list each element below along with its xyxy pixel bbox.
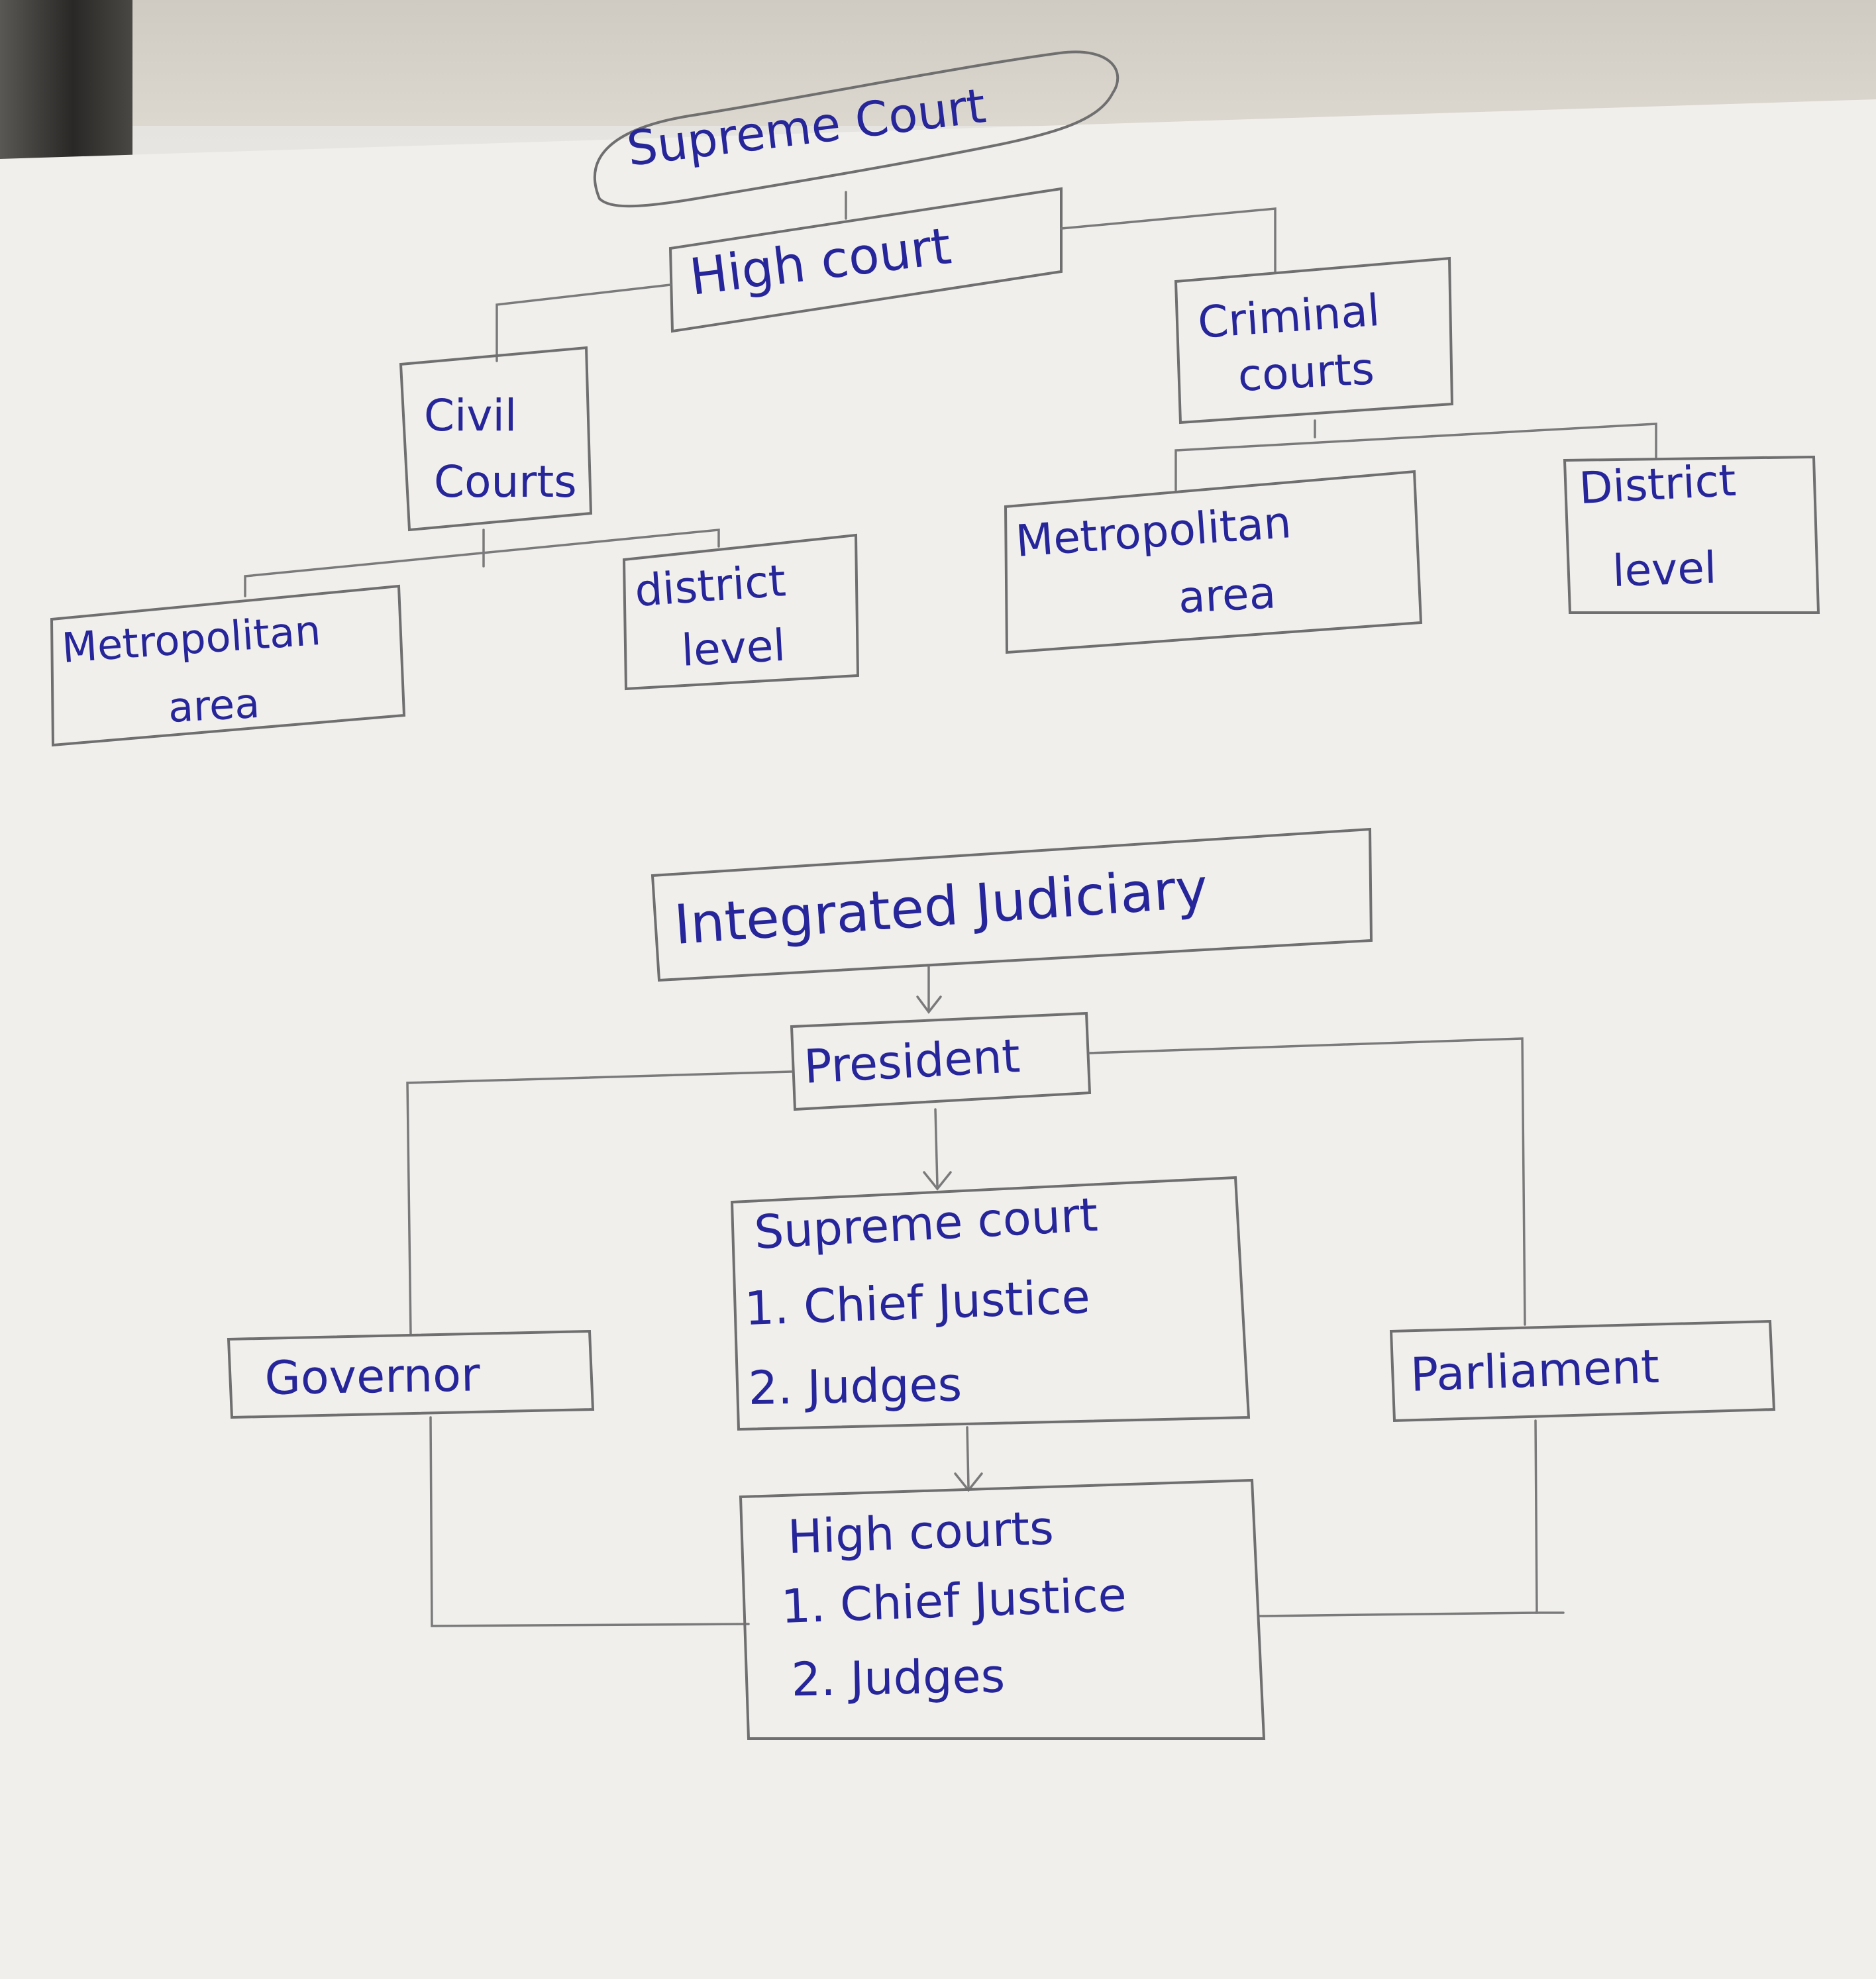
connector-governor-hc bbox=[429, 1416, 750, 1627]
connector-criminal-branches bbox=[1174, 423, 1657, 491]
arrow-sc-hc bbox=[966, 1426, 970, 1488]
governor-label: Governor bbox=[264, 1347, 481, 1405]
civil-metro-line2: area bbox=[167, 679, 261, 732]
supreme-court-item-1: 1. Chief Justice bbox=[744, 1270, 1091, 1336]
high-courts-heading: High courts bbox=[787, 1501, 1055, 1564]
civil-district-line2: level bbox=[680, 620, 787, 676]
supreme-court-item-2: 2. Judges bbox=[748, 1357, 963, 1415]
arrow-president-sc-head bbox=[923, 1171, 952, 1191]
criminal-district-box bbox=[1563, 455, 1820, 614]
supreme-court-box bbox=[730, 1176, 1251, 1431]
high-courts-item-2: 2. Judges bbox=[791, 1649, 1006, 1707]
governor-box bbox=[227, 1329, 595, 1419]
civil-courts-box bbox=[399, 346, 593, 532]
arrow-president-sc bbox=[934, 1108, 939, 1187]
arrow-ij-president-head bbox=[916, 995, 942, 1014]
connector-president-governor bbox=[406, 1070, 793, 1336]
criminal-metro-box bbox=[1004, 470, 1423, 654]
connector-hc-criminal bbox=[1060, 207, 1277, 273]
high-courts-item-1: 1. Chief Justice bbox=[780, 1568, 1127, 1634]
criminal-courts-line2: courts bbox=[1237, 343, 1376, 401]
supreme-court-oval bbox=[593, 50, 1120, 208]
civil-courts-line1: Civil bbox=[424, 390, 517, 441]
page-top-edge bbox=[132, 0, 1876, 126]
paper-surface bbox=[0, 99, 1876, 1979]
criminal-district-line1: District bbox=[1578, 455, 1738, 514]
integrated-judiciary-box bbox=[651, 827, 1373, 982]
parliament-box bbox=[1389, 1319, 1776, 1423]
connector-president-parliament bbox=[1088, 1037, 1526, 1326]
civil-district-box bbox=[622, 533, 860, 691]
president-box bbox=[790, 1011, 1092, 1111]
criminal-courts-line1: Criminal bbox=[1196, 285, 1381, 348]
parliament-label: Parliament bbox=[1410, 1339, 1660, 1402]
binder-shadow bbox=[0, 0, 132, 166]
high-court-box bbox=[668, 187, 1063, 333]
civil-metro-box bbox=[50, 584, 406, 747]
president-label: President bbox=[803, 1029, 1021, 1094]
civil-district-line1: district bbox=[633, 555, 788, 617]
connector-civil-branches bbox=[244, 529, 720, 597]
criminal-metro-line2: area bbox=[1177, 567, 1277, 623]
civil-courts-line2: Courts bbox=[434, 456, 577, 507]
connector-hc-civil bbox=[495, 283, 672, 362]
high-courts-box bbox=[739, 1478, 1266, 1740]
criminal-district-line2: level bbox=[1612, 542, 1718, 597]
criminal-courts-box bbox=[1174, 256, 1454, 425]
